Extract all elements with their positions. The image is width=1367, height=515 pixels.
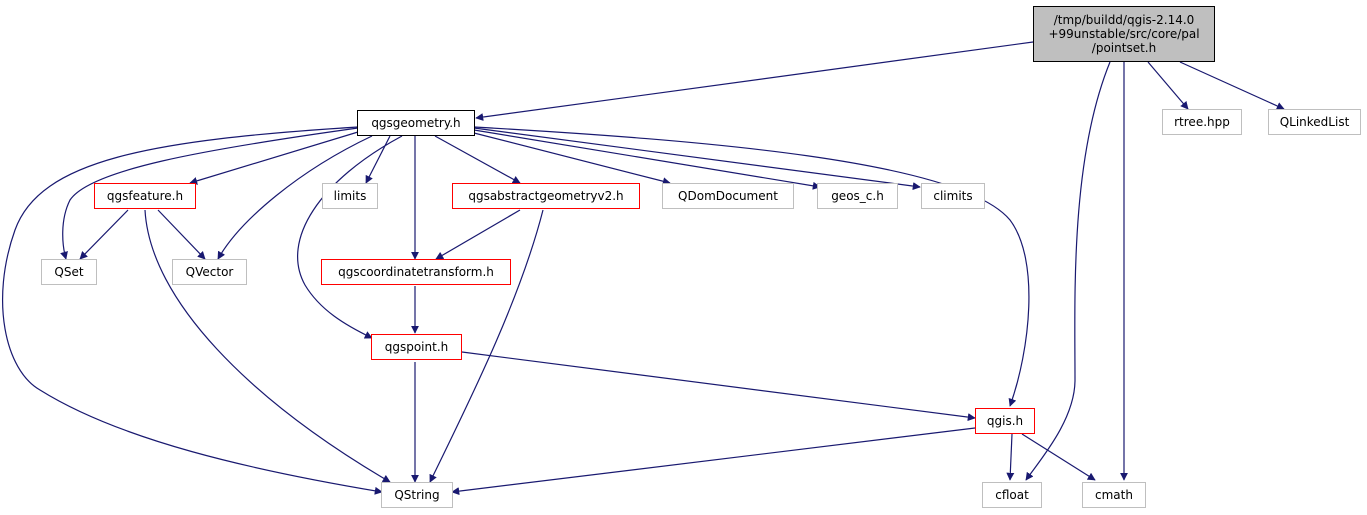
edge-qgsfeature-qset <box>79 209 129 260</box>
edge-qgis-cfloat <box>1006 433 1015 481</box>
edge-pointset-qlinkedlist <box>1179 61 1285 110</box>
node-geos-c: geos_c.h <box>817 183 898 209</box>
node-qgsfeature[interactable]: qgsfeature.h <box>94 183 196 209</box>
node-cmath: cmath <box>1082 482 1146 508</box>
edge-qgsfeature-qvector <box>157 209 206 260</box>
edge-qgis-cmath <box>1021 433 1096 481</box>
node-qgscoordinatetransform[interactable]: qgscoordinatetransform.h <box>321 259 511 285</box>
edge-qgsabstractgeometryv2-qstring <box>429 209 544 483</box>
node-qvector: QVector <box>172 259 247 285</box>
edge-qgsgeometry-qvector <box>217 135 373 260</box>
root-node-pointset: /tmp/buildd/qgis-2.14.0 +99unstable/src/… <box>1033 6 1215 62</box>
node-qgsgeometry[interactable]: qgsgeometry.h <box>357 110 475 136</box>
node-climits: climits <box>921 183 985 209</box>
edge-pointset-rtree <box>1147 61 1189 110</box>
edge-qgsgeometry-qdomdocument <box>473 132 671 186</box>
edge-qgsgeometry-qgsfeature <box>189 131 359 185</box>
node-qset: QSet <box>41 259 97 285</box>
node-limits: limits <box>322 183 378 209</box>
edge-qgsgeometry-qgspoint <box>297 135 403 339</box>
edge-qgspoint-qgis <box>461 351 976 422</box>
node-qgsabstractgeometryv2[interactable]: qgsabstractgeometryv2.h <box>452 183 640 209</box>
edge-qgsgeometry-qset <box>60 127 359 260</box>
node-qlinkedlist: QLinkedList <box>1268 109 1361 135</box>
edge-qgsgeometry-geos_c <box>473 129 821 190</box>
edge-pointset-cfloat <box>1025 61 1111 481</box>
root-label-line-3: /pointset.h <box>1091 41 1157 55</box>
edge-qgsgeometry-climits <box>473 127 921 191</box>
node-qgspoint[interactable]: qgspoint.h <box>371 334 462 360</box>
node-cfloat: cfloat <box>982 482 1042 508</box>
edge-qgsgeometry-limits <box>365 135 391 184</box>
edge-pointset-qgsgeometry <box>475 41 1034 121</box>
edge-qgsfeature-qstring <box>144 209 391 483</box>
edge-qgsabstractgeometryv2-qgscoordinatetransform <box>435 209 521 260</box>
node-rtree: rtree.hpp <box>1162 109 1242 135</box>
node-qstring: QString <box>381 482 453 508</box>
edge-qgis-qstring <box>451 427 976 496</box>
edge-qgsgeometry-qgsabstractgeometryv2 <box>434 135 521 184</box>
root-label-line-1: /tmp/buildd/qgis-2.14.0 <box>1053 13 1195 27</box>
node-qgis[interactable]: qgis.h <box>975 408 1035 434</box>
edge-qgsgeometry-qstring <box>2 126 383 495</box>
node-qdomdocument: QDomDocument <box>662 183 794 209</box>
root-label-line-2: +99unstable/src/core/pal <box>1048 27 1200 41</box>
